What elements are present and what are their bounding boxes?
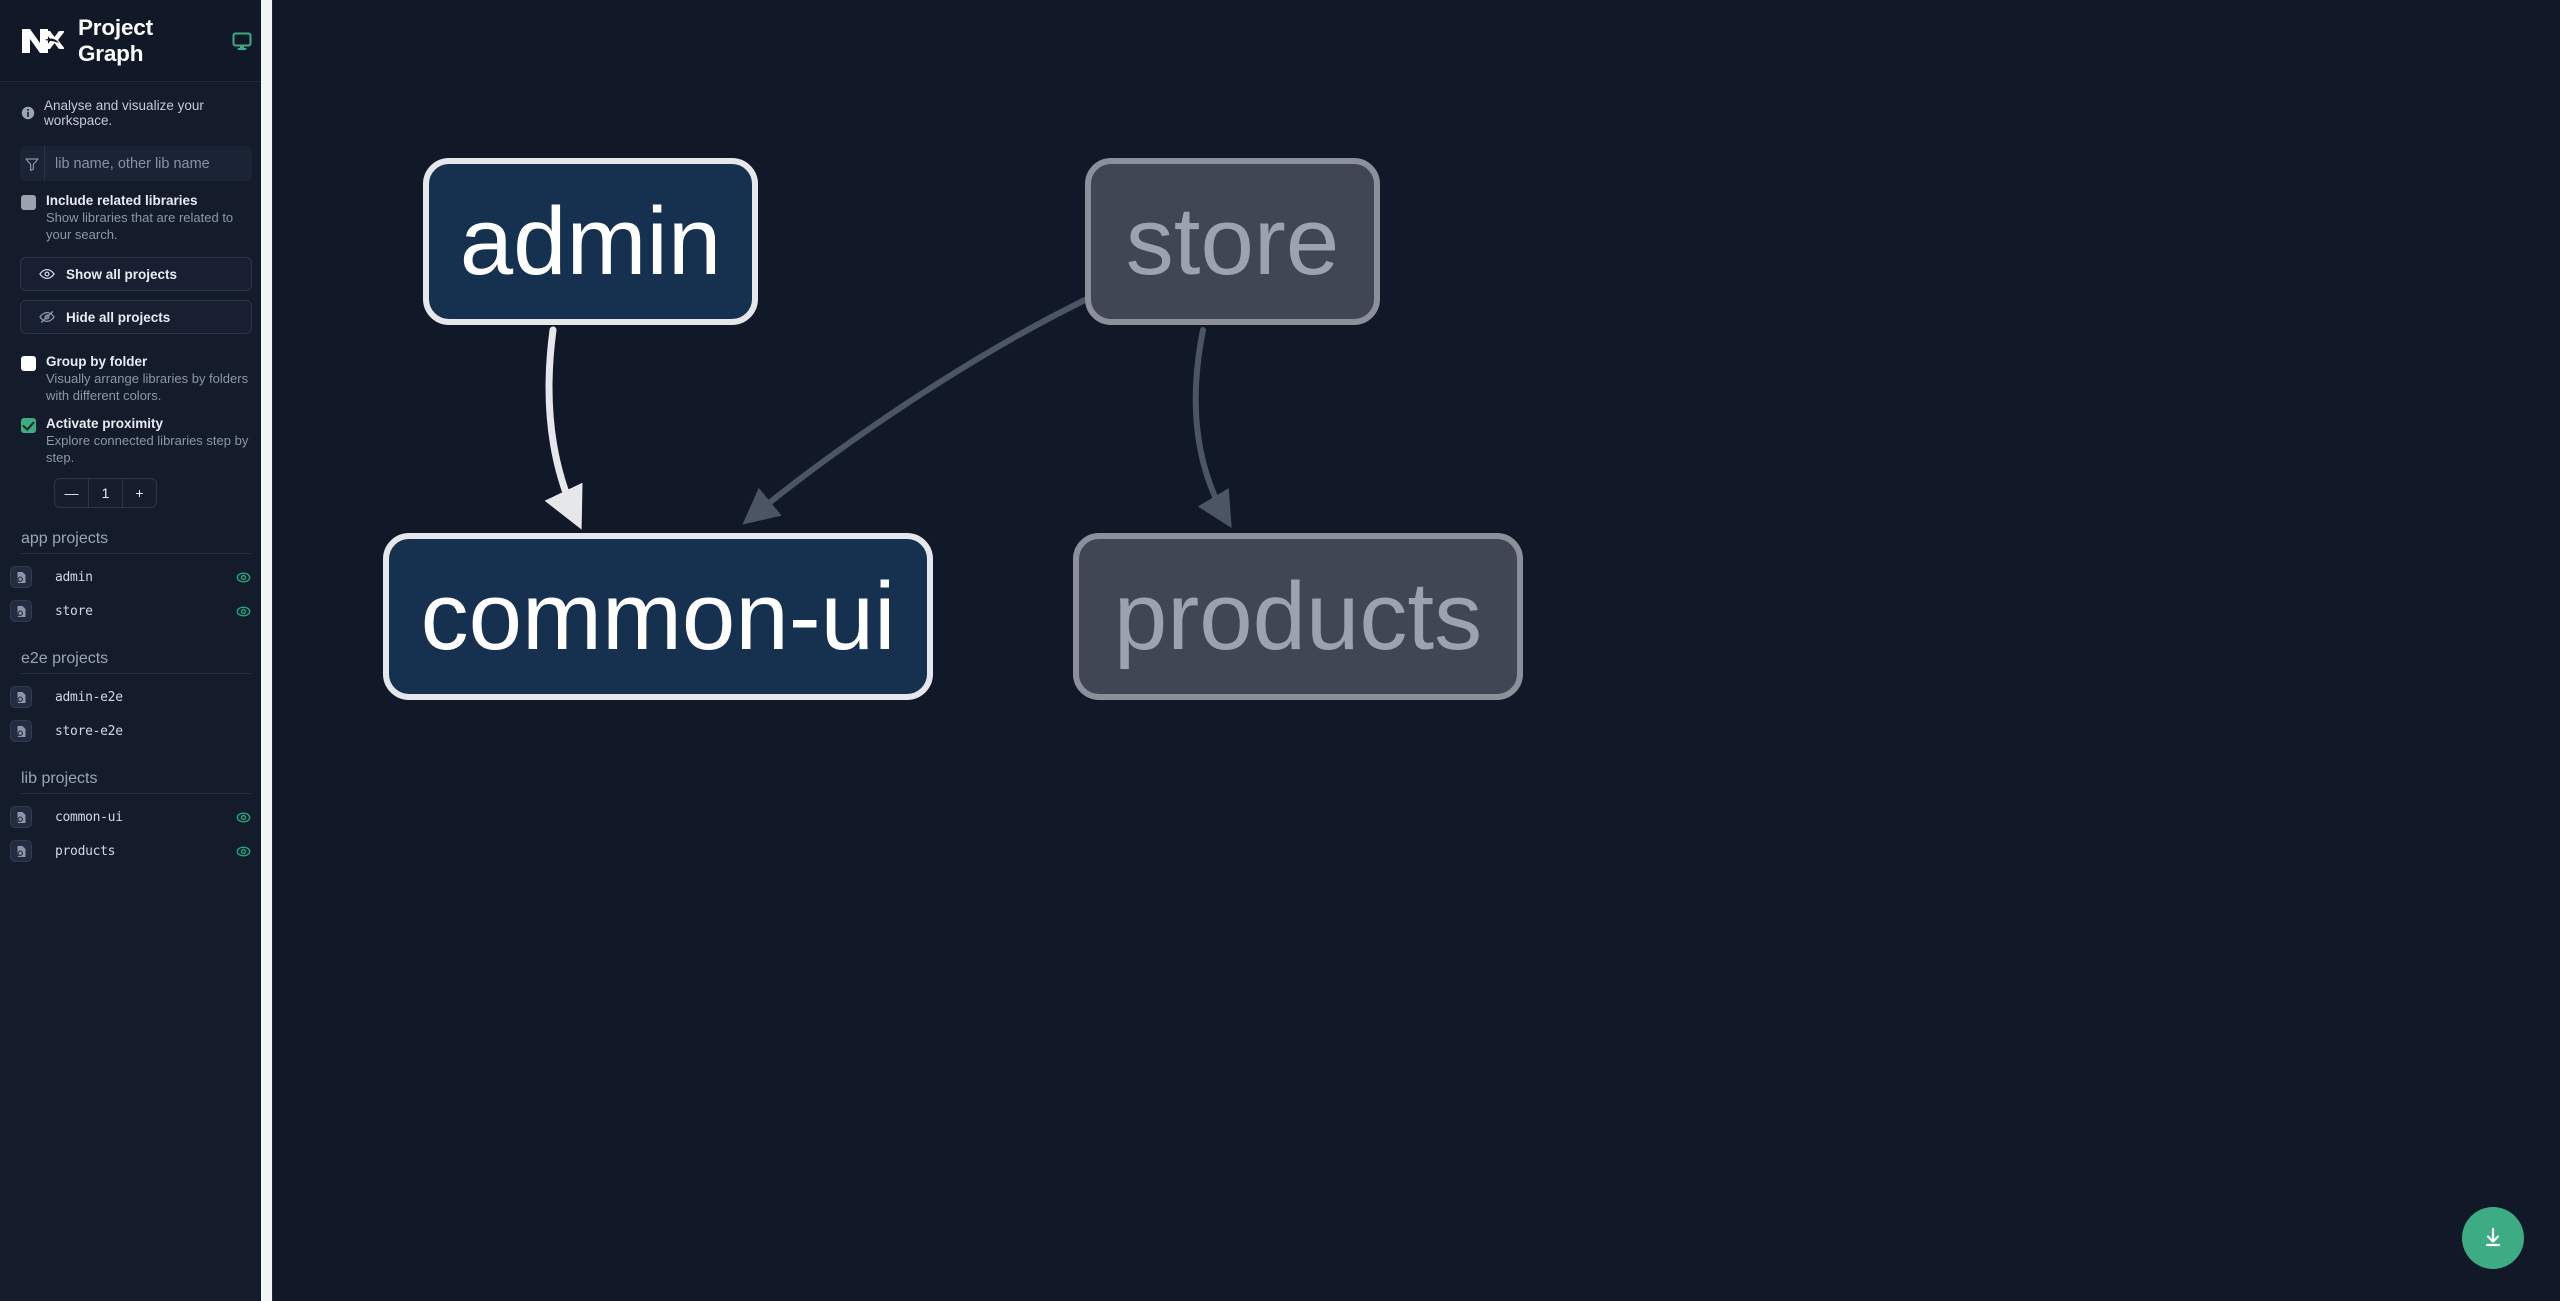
- project-group-lib: lib projects common-ui: [0, 770, 272, 868]
- proximity-stepper[interactable]: — 1 +: [54, 478, 157, 508]
- activate-proximity-label: Activate proximity: [46, 416, 164, 431]
- edge-store-to-products: [1192, 327, 1232, 529]
- nx-logo-icon: [20, 21, 64, 61]
- download-button[interactable]: [2462, 1207, 2524, 1269]
- sidebar-scrollbar[interactable]: [261, 0, 272, 1301]
- project-item-store[interactable]: store: [0, 594, 272, 628]
- project-item-store-e2e-label: store-e2e: [55, 723, 123, 739]
- tagline: Analyse and visualize your workspace.: [0, 82, 272, 138]
- project-item-admin-label: admin: [55, 569, 93, 585]
- project-file-icon: [10, 600, 32, 622]
- graph-node-admin-label: admin: [459, 187, 722, 295]
- edge-admin-to-common-ui: [544, 326, 583, 530]
- eye-icon: [39, 266, 55, 282]
- graph-node-products-label: products: [1113, 562, 1483, 670]
- group-by-folder-description: Visually arrange libraries by folders wi…: [46, 371, 249, 403]
- graph-node-admin[interactable]: admin: [423, 158, 758, 325]
- project-item-store-eye-icon[interactable]: [235, 603, 252, 620]
- project-item-store-label: store: [55, 603, 93, 619]
- search-input[interactable]: [45, 146, 252, 181]
- project-file-icon: [10, 806, 32, 828]
- graph-node-store[interactable]: store: [1085, 158, 1380, 325]
- project-group-app: app projects admin: [0, 530, 272, 628]
- graph-edges: [544, 297, 1232, 530]
- sidebar: Project Graph Analyse and visualize your…: [0, 0, 273, 1301]
- proximity-decrement-button[interactable]: —: [64, 485, 79, 501]
- monitor-icon[interactable]: [224, 31, 252, 51]
- project-item-admin-e2e-label: admin-e2e: [55, 689, 123, 705]
- divider: [20, 553, 252, 554]
- activate-proximity-checkbox[interactable]: [21, 418, 36, 433]
- sidebar-header: Project Graph: [0, 0, 272, 82]
- proximity-increment-button[interactable]: +: [135, 485, 144, 501]
- graph-canvas[interactable]: admin store common-ui products: [273, 0, 2560, 1301]
- project-file-icon: [10, 686, 32, 708]
- option-group-by-folder[interactable]: Group by folder Visually arrange librari…: [0, 334, 272, 404]
- project-group-lib-title: lib projects: [21, 770, 98, 787]
- project-item-admin-eye-icon[interactable]: [235, 569, 252, 586]
- funnel-icon: [20, 146, 45, 181]
- include-related-libraries-checkbox[interactable]: [21, 195, 36, 210]
- activate-proximity-description: Explore connected libraries step by step…: [46, 433, 249, 465]
- hide-all-projects-button[interactable]: Hide all projects: [20, 300, 252, 334]
- eye-off-icon: [39, 309, 55, 325]
- edge-store-to-common-ui: [742, 297, 1088, 525]
- project-group-e2e: e2e projects admin-e2e: [0, 650, 272, 748]
- graph-node-common-ui[interactable]: common-ui: [383, 533, 933, 700]
- project-item-common-ui[interactable]: common-ui: [0, 800, 272, 834]
- proximity-value: 1: [88, 479, 123, 507]
- project-item-admin[interactable]: admin: [0, 560, 272, 594]
- hide-all-projects-label: Hide all projects: [66, 309, 171, 325]
- search-row: [0, 138, 272, 181]
- show-all-projects-label: Show all projects: [66, 266, 178, 282]
- project-group-app-title: app projects: [21, 530, 109, 547]
- project-item-products-label: products: [55, 843, 116, 859]
- group-by-folder-label: Group by folder: [46, 354, 148, 369]
- include-related-libraries-label: Include related libraries: [46, 193, 198, 208]
- project-item-products-eye-icon[interactable]: [235, 843, 252, 860]
- graph-node-store-label: store: [1125, 187, 1340, 295]
- project-file-icon: [10, 566, 32, 588]
- option-activate-proximity[interactable]: Activate proximity Explore connected lib…: [0, 404, 272, 466]
- tagline-text: Analyse and visualize your workspace.: [44, 98, 204, 128]
- project-file-icon: [10, 840, 32, 862]
- visibility-buttons: Show all projects Hide all projects: [0, 243, 272, 334]
- option-include-related-libraries[interactable]: Include related libraries Show libraries…: [0, 181, 272, 243]
- project-item-admin-e2e[interactable]: admin-e2e: [0, 680, 272, 714]
- graph-node-products[interactable]: products: [1073, 533, 1523, 700]
- show-all-projects-button[interactable]: Show all projects: [20, 257, 252, 291]
- project-item-common-ui-label: common-ui: [55, 809, 123, 825]
- page-title: Project Graph: [78, 14, 153, 66]
- project-item-common-ui-eye-icon[interactable]: [235, 809, 252, 826]
- include-related-libraries-description: Show libraries that are related to your …: [46, 210, 234, 242]
- project-file-icon: [10, 720, 32, 742]
- search-box[interactable]: [20, 146, 252, 181]
- project-item-products[interactable]: products: [0, 834, 272, 868]
- divider: [20, 793, 252, 794]
- project-item-store-e2e[interactable]: store-e2e: [0, 714, 272, 748]
- download-icon: [2480, 1224, 2506, 1253]
- info-icon: [21, 106, 35, 120]
- graph-node-common-ui-label: common-ui: [420, 562, 896, 670]
- group-by-folder-checkbox[interactable]: [21, 356, 36, 371]
- divider: [20, 673, 252, 674]
- project-group-e2e-title: e2e projects: [21, 650, 109, 667]
